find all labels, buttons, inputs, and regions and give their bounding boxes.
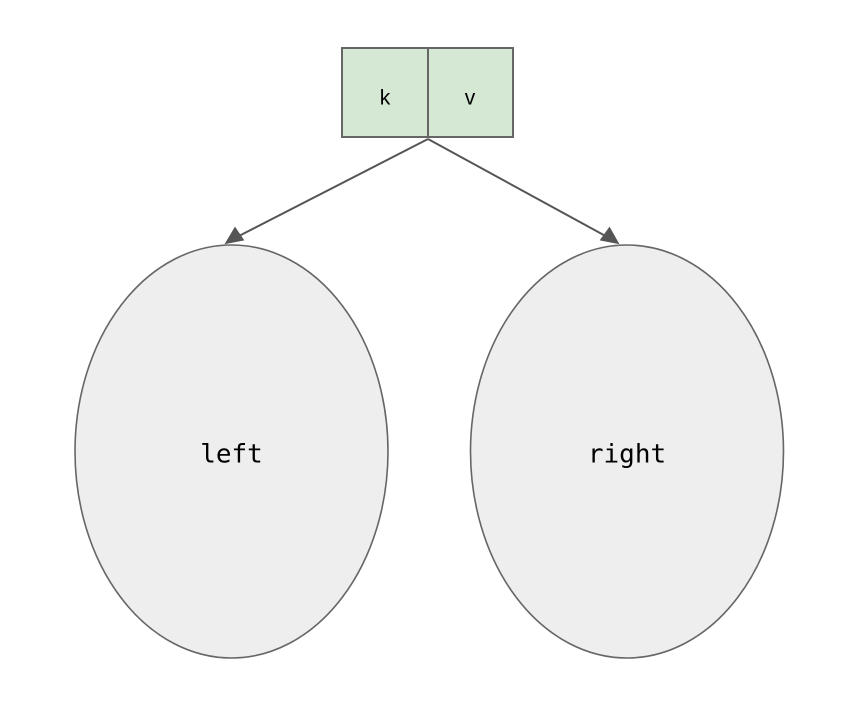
- edge-root-to-right[interactable]: [427, 138, 620, 245]
- edge-root-to-left-arrowhead-icon: [224, 226, 245, 245]
- node-left-subtree[interactable]: left: [74, 244, 389, 659]
- left-subtree-label: left: [200, 440, 263, 470]
- root-key-cell-label: k: [380, 87, 391, 110]
- right-subtree-ellipse-shape: [469, 244, 785, 659]
- left-subtree-ellipse-shape: [74, 244, 389, 659]
- right-subtree-label: right: [588, 440, 666, 470]
- edge-root-to-right-arrowhead-icon: [599, 226, 620, 245]
- edge-root-to-left[interactable]: [224, 138, 429, 245]
- edge-root-to-right-line: [427, 138, 612, 240]
- root-value-cell-label: v: [465, 87, 476, 110]
- node-root-kv-box[interactable]: k v: [341, 47, 514, 138]
- edge-root-to-left-line: [232, 138, 429, 240]
- node-right-subtree[interactable]: right: [469, 244, 785, 659]
